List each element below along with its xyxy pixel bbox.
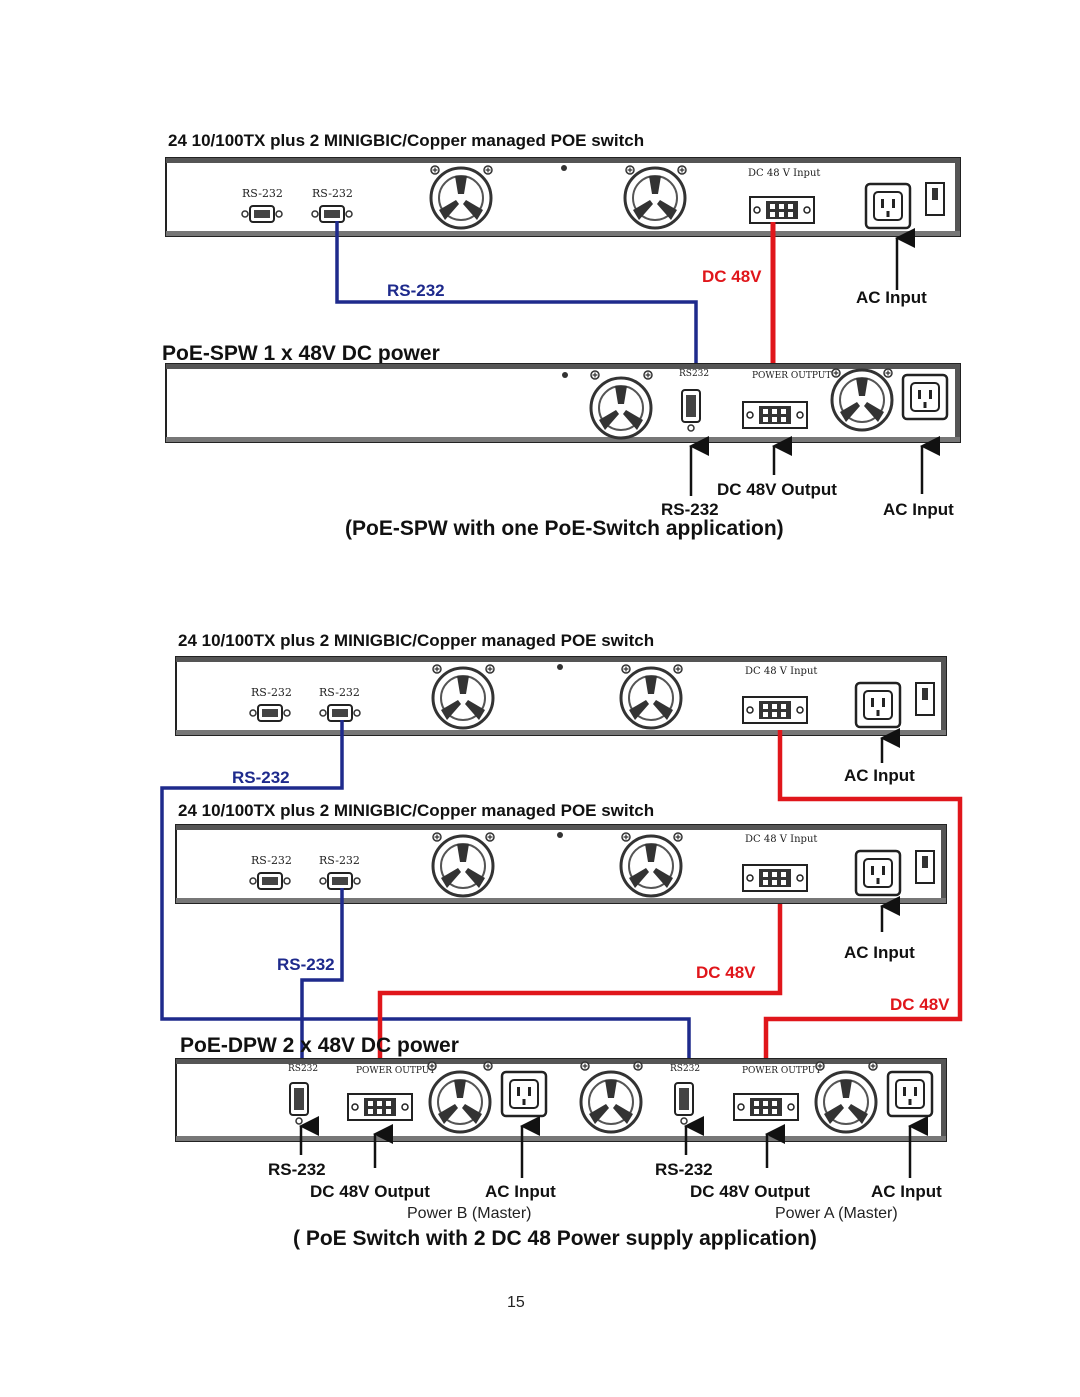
left-rs232-label: RS-232 [268,1160,326,1179]
poe-switch-1-rear-panel: RS-232 RS-232 DC 48 V Input [175,656,947,736]
fan-icon [589,376,653,440]
right-power-label: Power A (Master) [775,1205,898,1222]
screw-icon [427,1061,437,1071]
psu-rs232-port-label: RS232 [670,1064,700,1074]
left-power-label: Power B (Master) [407,1205,531,1222]
dc-output-connector [742,401,808,429]
screw-icon [883,368,893,378]
dc48-output-label: DC 48V Output [717,480,837,499]
fan-icon [830,368,894,432]
screw-icon [673,832,683,842]
switch-dc-input-label: DC 48 V Input [748,168,820,179]
diagram2-caption: ( PoE Switch with 2 DC 48 Power supply a… [293,1227,817,1250]
dc-input-connector [742,864,808,892]
dc48-cable-label-1: DC 48V [696,963,756,982]
poe-switch-rear-panel: RS-232 RS-232 DC 48 V Input [165,157,961,237]
psu-rs232-port-label: RS232 [288,1064,318,1074]
switch-ac-input-label: AC Input [856,288,927,307]
port-rs232-label: RS-232 [319,854,360,867]
ac-input-label-1: AC Input [844,766,915,785]
rs232-cable [300,888,344,1098]
fan-icon [428,1070,492,1134]
left-ac-input-label: AC Input [485,1182,556,1201]
rs232-cable [160,720,691,1098]
screw-icon [485,664,495,674]
screw-icon [831,368,841,378]
screw-icon [483,1061,493,1071]
ac-input-socket [901,373,949,421]
diagram1-caption: (PoE-SPW with one PoE-Switch application… [345,517,784,540]
switch-rs232-label-a: RS-232 [242,187,283,200]
ac-input-socket [854,681,902,729]
screw-icon [621,664,631,674]
fan-icon [814,1070,878,1134]
fan-icon [619,666,683,730]
screw-icon [625,165,635,175]
screw-icon [633,1061,643,1071]
switch2-title: 24 10/100TX plus 2 MINIGBIC/Copper manag… [178,801,654,820]
fan-icon [579,1070,643,1134]
dc48-cable [763,730,963,1110]
fan-icon [431,834,495,898]
psu2-title: PoE-DPW 2 x 48V DC power [180,1034,459,1057]
poe-spw-rear-panel: RS232 POWER OUTPUT [165,363,961,443]
switch-rs232-label-b: RS-232 [312,187,353,200]
ac-input-socket [864,182,912,230]
dc-input-connector [749,196,815,224]
screw-icon [432,832,442,842]
ac-input-socket [500,1070,548,1118]
dc-output-connector [347,1093,413,1121]
right-rs232-label: RS-232 [655,1160,713,1179]
fan-icon [431,666,495,730]
left-dc48-output-label: DC 48V Output [310,1182,430,1201]
port-rs232-label: RS-232 [251,854,292,867]
switch-title: 24 10/100TX plus 2 MINIGBIC/Copper manag… [168,131,644,150]
power-output-label: POWER OUTPUT [752,371,831,381]
screw-icon [673,664,683,674]
ac-input-label-2: AC Input [844,943,915,962]
rs232-cable-label: RS-232 [387,281,445,300]
psu-rs232-port-label: RS232 [679,369,709,379]
dc-input-connector [742,696,808,724]
dc-output-connector [733,1093,799,1121]
fan-icon [623,166,687,230]
psu-title: PoE-SPW 1 x 48V DC power [162,342,440,365]
screw-icon [432,664,442,674]
page-number: 15 [507,1294,525,1311]
screw-icon [580,1061,590,1071]
screw-icon [643,370,653,380]
ac-input-socket [854,849,902,897]
rs232-cable-label-2: RS-232 [277,955,335,974]
power-output-label: POWER OUTPUT [356,1066,435,1076]
dc48-cable [377,904,783,1110]
right-dc48-output-label: DC 48V Output [690,1182,810,1201]
power-output-label: POWER OUTPUT [742,1066,821,1076]
rs232-label: RS-232 [661,500,719,519]
fan-icon [619,834,683,898]
dc48-cable-label-2: DC 48V [890,995,950,1014]
ac-input-label: AC Input [883,500,954,519]
screw-icon [590,370,600,380]
fan-icon [429,166,493,230]
screw-icon [677,165,687,175]
poe-dpw-rear-panel: RS232 POWER OUTPUT RS232 POWER OUTPUT [175,1058,947,1142]
rs232-cable-label-1: RS-232 [232,768,290,787]
screw-icon [483,165,493,175]
switch1-title: 24 10/100TX plus 2 MINIGBIC/Copper manag… [178,631,654,650]
poe-switch-2-rear-panel: RS-232 RS-232 DC 48 V Input [175,824,947,904]
right-ac-input-label: AC Input [871,1182,942,1201]
port-rs232-label: RS-232 [319,686,360,699]
dc-input-label: DC 48 V Input [745,834,817,845]
dc48-cable-label: DC 48V [702,267,762,286]
screw-icon [485,832,495,842]
screw-icon [815,1061,825,1071]
ac-input-socket [886,1070,934,1118]
screw-icon [430,165,440,175]
dc-input-label: DC 48 V Input [745,666,817,677]
screw-icon [621,832,631,842]
port-rs232-label: RS-232 [251,686,292,699]
rs232-cable [335,221,698,392]
screw-icon [868,1061,878,1071]
